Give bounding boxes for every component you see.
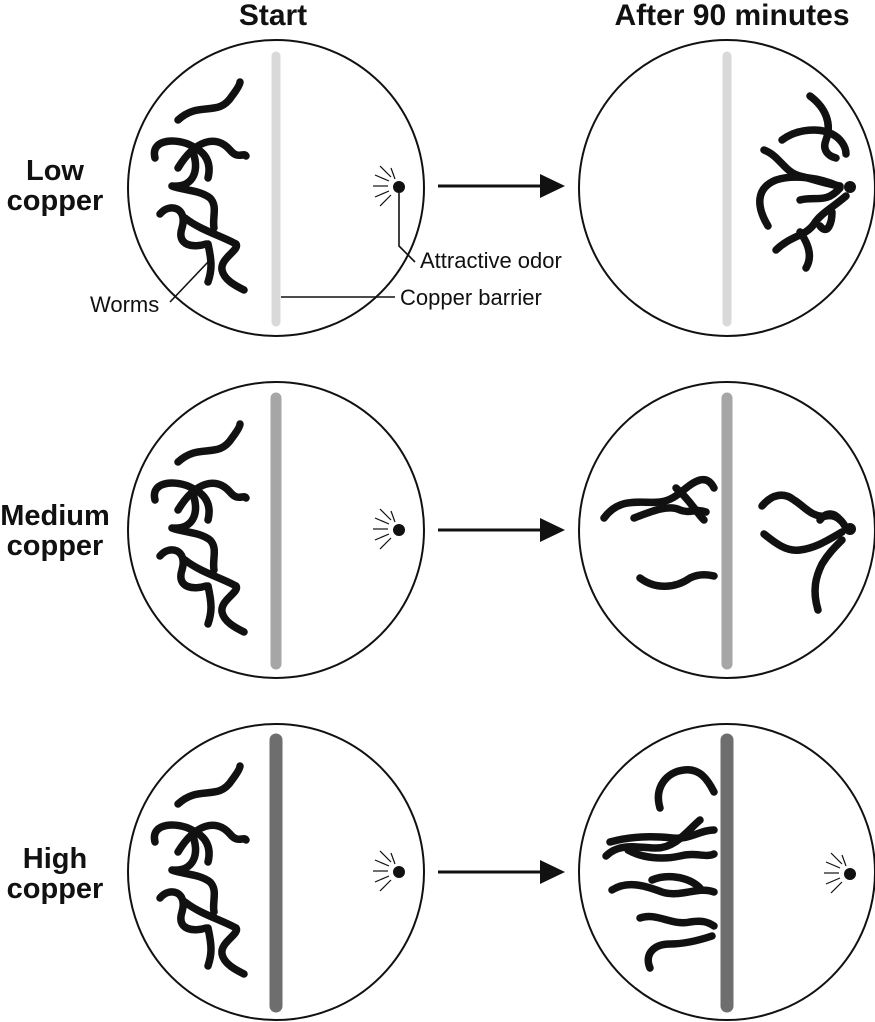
row-low-copper: Attractive odor Copper barrier Worms [90,39,875,337]
odor-annotation: Attractive odor [398,193,562,273]
start-header: Start [239,0,307,32]
worms-label: Worms [90,292,159,317]
odor-label: Attractive odor [420,248,562,273]
after-header: After 90 minutes [614,0,849,32]
right-arrow-icon [436,516,567,544]
radiating-dot-icon [823,852,856,894]
row-label-low-2: copper [7,185,104,217]
radiating-dot-icon [372,508,405,550]
start-dish-high [127,723,425,1021]
after-dish-low [578,39,875,337]
odor-dot [844,523,856,535]
right-arrow-icon [436,858,567,886]
odor-dot [844,181,856,193]
worms-group [602,766,718,972]
row-label-medium-1: Medium [0,500,110,532]
barrier-annotation: Copper barrier [281,285,542,310]
radiating-dot-icon [372,165,405,207]
barrier-label: Copper barrier [400,285,542,310]
row-medium-copper [127,381,875,679]
right-arrow-icon [436,172,567,200]
row-high-copper [127,723,875,1021]
after-dish-medium [578,381,875,679]
worms-annotation: Worms [90,261,209,317]
after-dish-high [578,723,875,1021]
row-label-high-1: High [23,843,87,875]
row-label-medium-2: copper [7,530,104,562]
row-label-low-1: Low [26,155,84,187]
start-dish-medium [127,381,425,679]
worms-group [600,475,850,614]
row-label-high-2: copper [7,873,104,905]
radiating-dot-icon [372,850,405,892]
start-dish-low [127,39,425,337]
worms-group [756,92,850,272]
